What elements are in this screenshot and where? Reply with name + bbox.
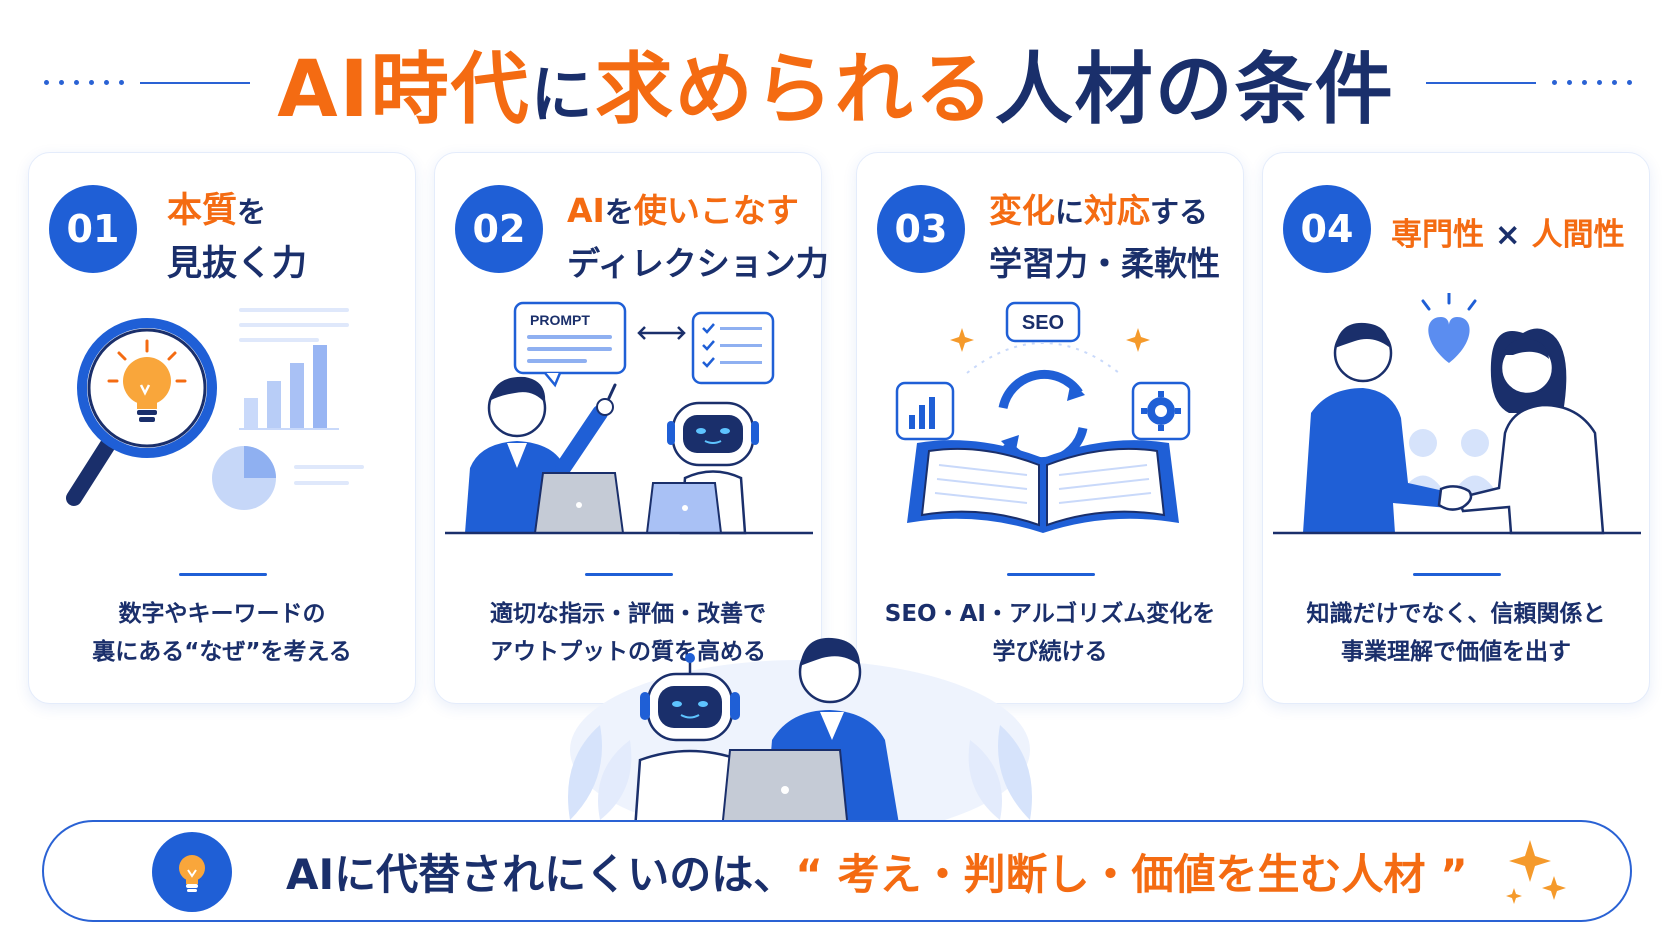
card-title: 変化に対応する 学習力・柔軟性 (989, 185, 1220, 290)
card-number: 01 (49, 185, 137, 273)
card-title-expertise: 専門性 (1391, 217, 1484, 253)
card-description: 知識だけでなく、信頼関係と 事業理解で価値を出す (1273, 595, 1639, 671)
card-title-highlight: 本質 (167, 191, 238, 231)
card-desc-line1: 数字やキーワードの (118, 601, 326, 627)
card-desc-line2: 学び続ける (992, 639, 1108, 665)
card-02: 02 AIを使いこなす ディレクション力 PROMPT (434, 152, 829, 704)
card-divider (1007, 573, 1095, 576)
seo-label: SEO (1022, 312, 1064, 334)
card-desc-line2: 裏にある“なぜ”を考える (92, 639, 352, 665)
card-number: 02 (455, 185, 543, 273)
card-title-line2: 学習力・柔軟性 (989, 244, 1220, 283)
card-title-respond: 対応 (1084, 191, 1151, 230)
card-03: 03 変化に対応する 学習力・柔軟性 SEO (856, 152, 1244, 704)
card-title-line2: ディレクション力 (567, 244, 829, 283)
card-description: 数字やキーワードの 裏にある“なぜ”を考える (39, 595, 405, 671)
card-04: 04 専門性 × 人間性 知識だけでなく、信頼関係と 事業理解で価値を出す (1262, 152, 1650, 704)
card-01: 01 本質を 見抜く力 数字やキーワー (28, 152, 416, 704)
card-number: 03 (877, 185, 965, 273)
title-part-required: 求められる (594, 45, 995, 135)
center-robot-person-illustration (568, 637, 1032, 830)
card-desc-line1: 適切な指示・評価・改善で (490, 601, 766, 627)
card-title-particle: を (604, 195, 634, 229)
card-description: SEO・AI・アルゴリズム変化を 学び続ける (867, 595, 1233, 671)
title-decoration-right (1410, 80, 1632, 85)
sparkle-icon (1506, 840, 1566, 904)
title-part-ai-era: AI時代 (277, 45, 531, 135)
banner-text-highlight: “ 考え・判断し・価値を生む人材 ” (795, 849, 1468, 899)
page-title: AI時代に求められる人材の条件 (277, 27, 1394, 139)
card-number: 04 (1283, 185, 1371, 273)
card-title-ai: AI (567, 191, 605, 230)
card-title-times: × (1494, 217, 1521, 253)
card-desc-line2: 事業理解で価値を出す (1341, 639, 1571, 665)
book-seo-cycle-illustration: SEO (895, 301, 1191, 533)
card-divider (585, 573, 673, 576)
card-header: 03 変化に対応する 学習力・柔軟性 (877, 175, 1233, 285)
banner-message: AIに代替されにくいのは、“ 考え・判断し・価値を生む人材 ” (286, 822, 1468, 920)
title-decoration-left (44, 80, 266, 85)
magnifier-bulb-illustration (66, 308, 364, 510)
card-divider (1413, 573, 1501, 576)
card-divider (179, 573, 267, 576)
card-title-humanity: 人間性 (1531, 217, 1625, 253)
card-title: AIを使いこなす ディレクション力 (567, 185, 829, 290)
card-title: 専門性 × 人間性 (1391, 209, 1625, 261)
card-description: 適切な指示・評価・改善で アウトプットの質を高める (445, 595, 811, 671)
card-header: 01 本質を 見抜く力 (49, 175, 405, 285)
card-desc-line1: 知識だけでなく、信頼関係と (1306, 601, 1606, 627)
card-title-suru: する (1150, 195, 1209, 229)
card-title-particle: に (1055, 195, 1085, 229)
person-robot-prompt-illustration: PROMPT (445, 301, 813, 535)
lightbulb-icon (152, 832, 232, 912)
card-title-particle: を (237, 195, 267, 229)
handshake-heart-illustration (1273, 293, 1641, 535)
banner-text-lead: AIに代替されにくいのは、 (286, 849, 796, 899)
title-part-ni: に (530, 58, 595, 131)
card-header: 04 専門性 × 人間性 (1283, 175, 1639, 285)
title-part-talent: 人材の条件 (994, 45, 1395, 135)
card-title: 本質を 見抜く力 (167, 185, 307, 290)
card-header: 02 AIを使いこなす ディレクション力 (455, 175, 829, 285)
card-title-highlight: 使いこなす (633, 191, 799, 230)
conclusion-banner: AIに代替されにくいのは、“ 考え・判断し・価値を生む人材 ” (42, 820, 1632, 922)
prompt-label: PROMPT (530, 312, 590, 328)
card-title-line2: 見抜く力 (167, 244, 308, 284)
card-desc-line2: アウトプットの質を高める (490, 639, 766, 665)
title-row: AI時代に求められる人材の条件 (0, 28, 1672, 138)
card-title-change: 変化 (989, 191, 1055, 230)
card-desc-line1: SEO・AI・アルゴリズム変化を (884, 601, 1216, 627)
